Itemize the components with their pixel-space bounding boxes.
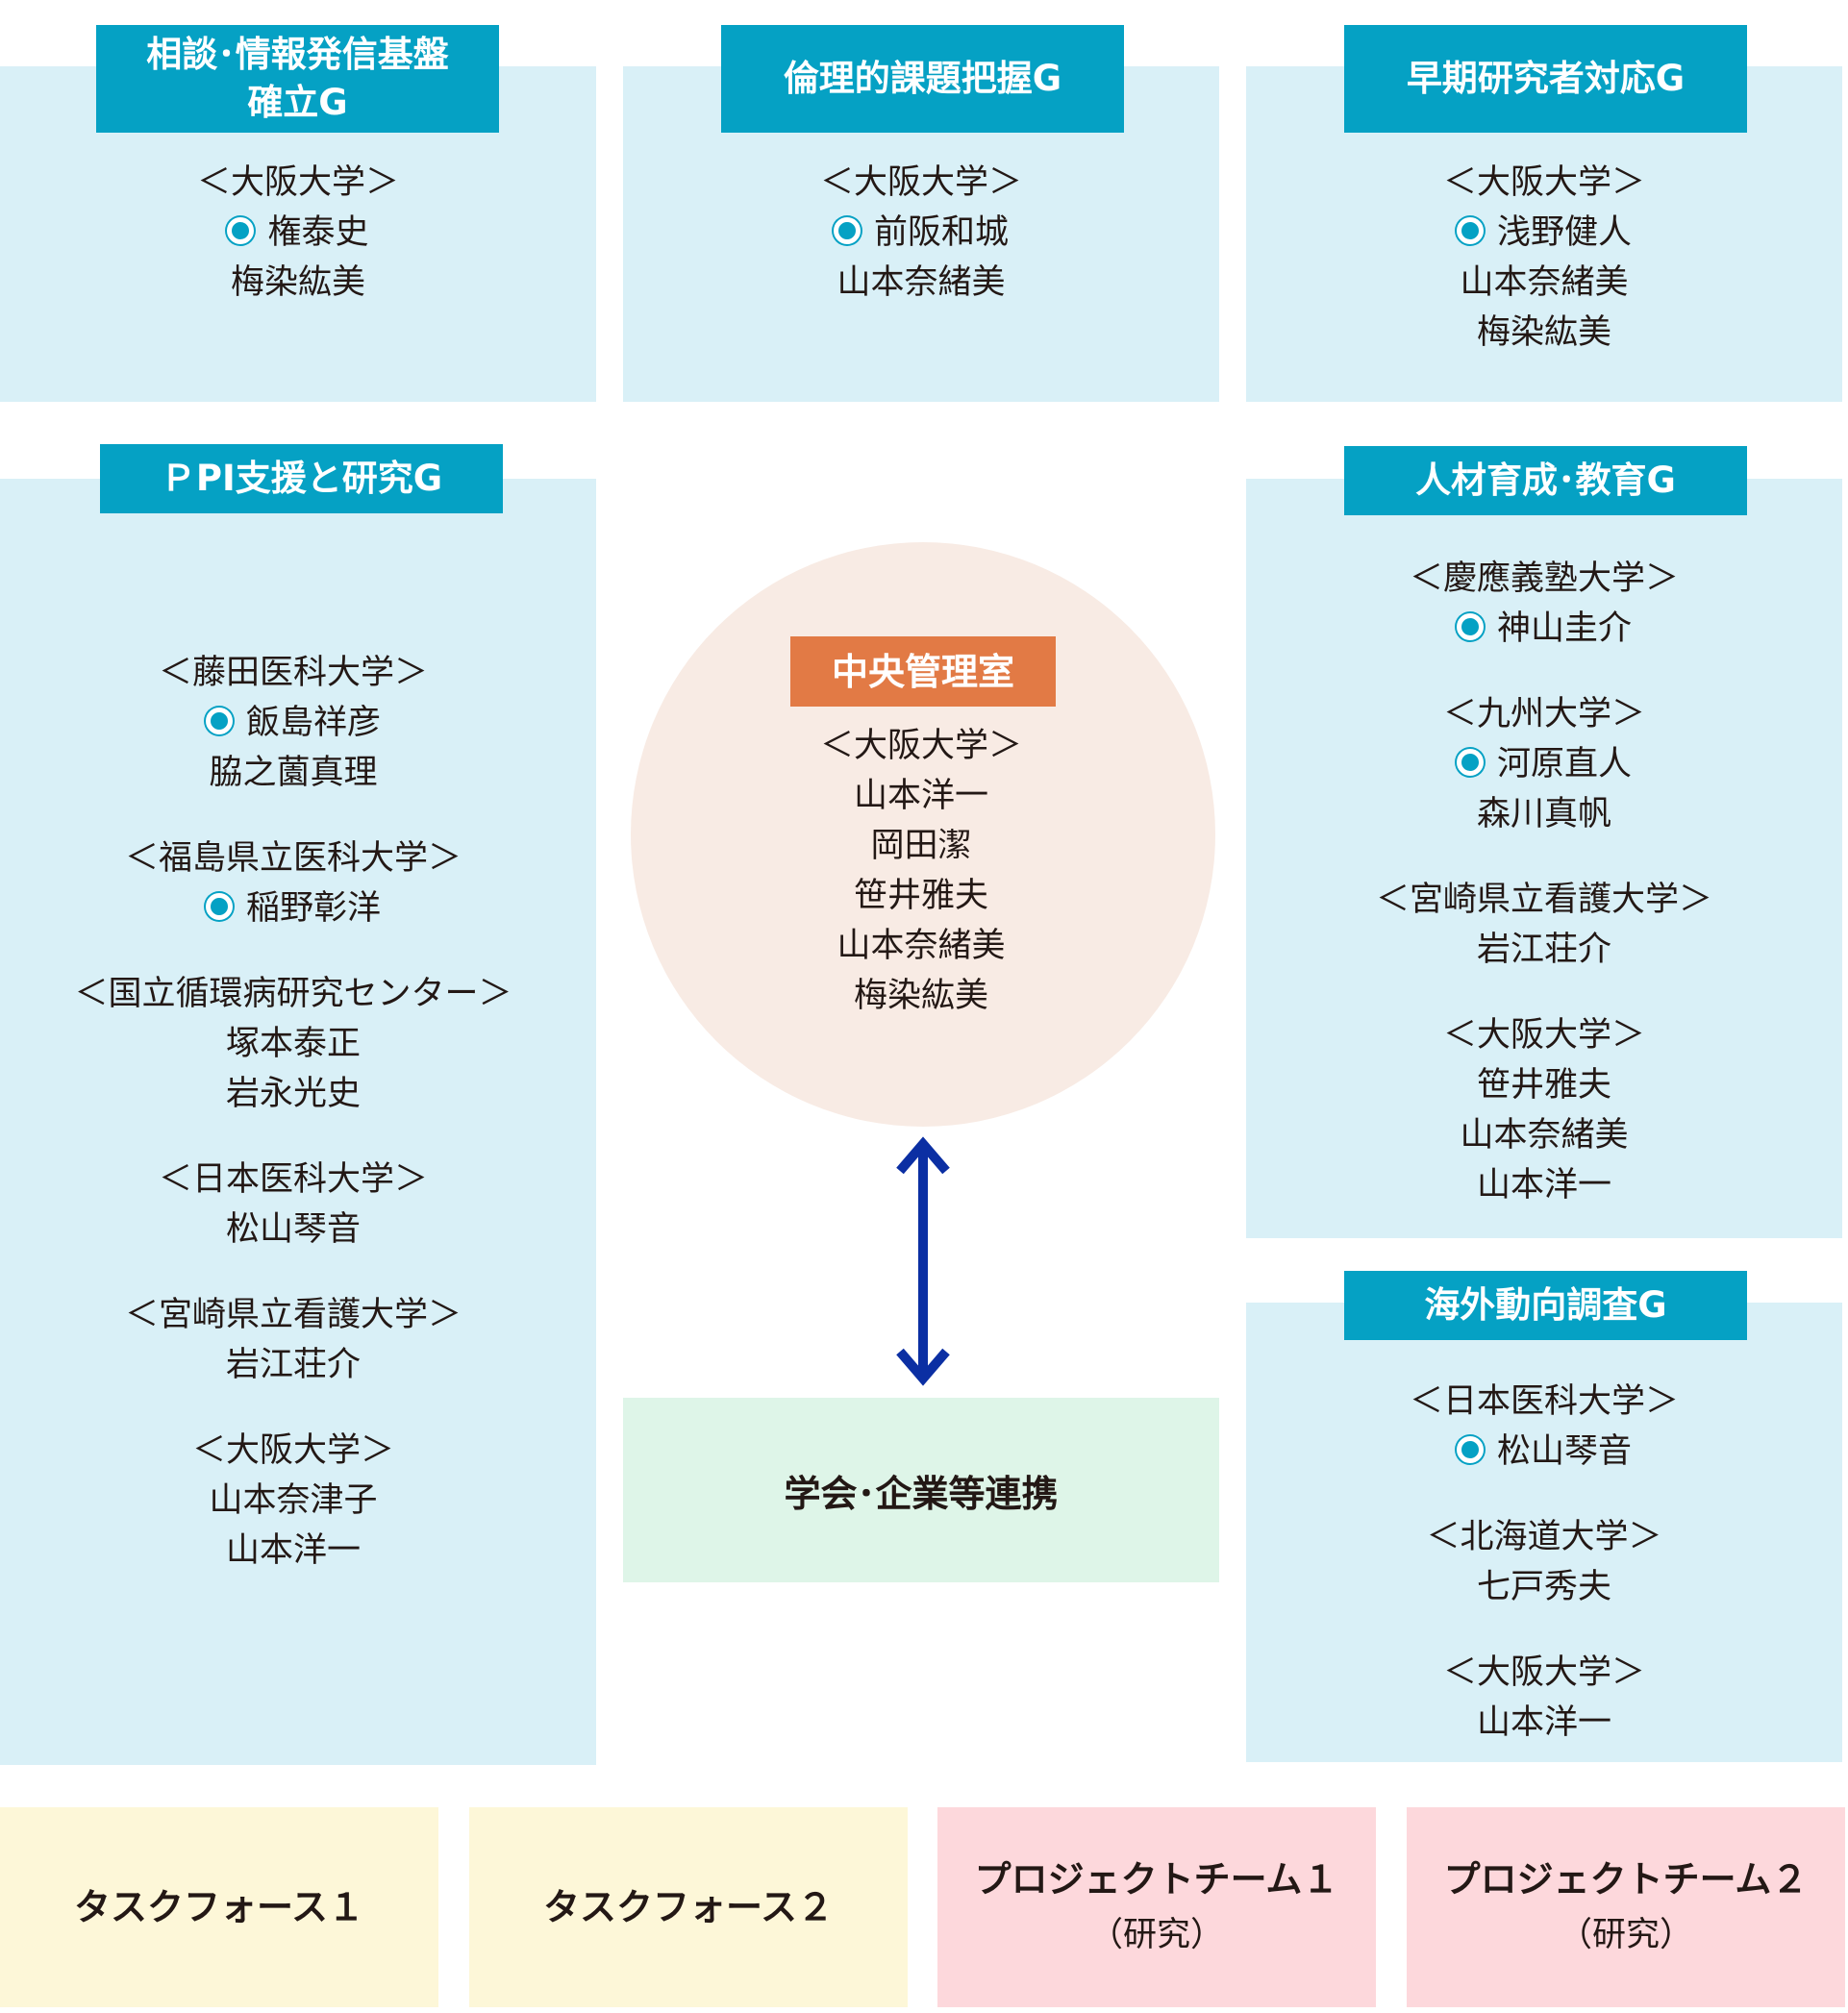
affiliation-label: ＜藤田医科大学＞ <box>158 654 428 692</box>
affiliation-label: ＜宮崎県立看護大学＞ <box>1375 881 1712 919</box>
member: 山本洋一 <box>225 1531 361 1570</box>
member: 岡田潔 <box>870 827 972 865</box>
member-lead: 前阪和城 <box>623 208 1219 258</box>
member-name: 松山琴音 <box>1496 1432 1632 1471</box>
task-force-1-label: タスクフォース１ <box>73 1886 365 1928</box>
member: 山本奈緒美 <box>837 263 1006 302</box>
task-force-2-label: タスクフォース２ <box>542 1886 835 1928</box>
project-team-1-label: プロジェクトチーム１ <box>974 1858 1339 1901</box>
lead-marker-icon <box>1456 749 1484 776</box>
group-members-overseas: ＜日本医科大学＞ 松山琴音 ＜北海道大学＞ 七戸秀夫 ＜大阪大学＞ 山本洋一 <box>1246 1377 1842 1748</box>
affiliation-label: ＜大阪大学＞ <box>1442 1653 1645 1692</box>
project-team-2-label: プロジェクトチーム２ <box>1443 1858 1809 1901</box>
group-title-early-researcher: 早期研究者対応G <box>1344 25 1747 133</box>
member: 脇之薗真理 <box>209 754 378 792</box>
group-panel-education <box>1246 479 1842 1238</box>
member-name: 前阪和城 <box>873 213 1009 252</box>
member-lead: 神山圭介 <box>1246 604 1842 654</box>
task-force-1-box: タスクフォース１ <box>0 1807 438 2007</box>
member-lead: 松山琴音 <box>1246 1427 1842 1477</box>
partnership-box: 学会･企業等連携 <box>623 1398 1219 1582</box>
member: 笹井雅夫 <box>1476 1066 1611 1105</box>
member: 山本奈緒美 <box>837 927 1006 965</box>
member: 岩江荘介 <box>1476 931 1611 969</box>
group-panel-overseas <box>1246 1303 1842 1762</box>
member-lead: 飯島祥彦 <box>0 698 587 748</box>
group-title-overseas: 海外動向調査G <box>1344 1271 1747 1340</box>
affiliation-label: ＜大阪大学＞ <box>196 163 399 202</box>
affiliation-label: ＜大阪大学＞ <box>819 727 1022 765</box>
member-name: 権泰史 <box>267 213 369 252</box>
member-lead: 河原直人 <box>1246 739 1842 789</box>
lead-marker-icon <box>205 893 233 920</box>
partnership-label: 学会･企業等連携 <box>784 1472 1059 1515</box>
central-office-title: 中央管理室 <box>790 636 1056 707</box>
member-name: 飯島祥彦 <box>245 704 381 742</box>
member-name: 神山圭介 <box>1496 609 1632 648</box>
member: 山本奈緒美 <box>1460 1116 1629 1155</box>
member: 森川真帆 <box>1476 795 1611 833</box>
affiliation-label: ＜日本医科大学＞ <box>158 1160 428 1199</box>
affiliation-label: ＜国立循環病研究センター＞ <box>74 975 512 1013</box>
member-name: 稲野彰洋 <box>245 889 381 928</box>
member: 山本洋一 <box>1476 1703 1611 1742</box>
affiliation-label: ＜大阪大学＞ <box>819 163 1022 202</box>
member: 塚本泰正 <box>225 1025 361 1063</box>
group-members-ethics: ＜大阪大学＞ 前阪和城 山本奈緒美 <box>623 158 1219 308</box>
member: 山本洋一 <box>1476 1166 1611 1205</box>
group-members-consultation: ＜大阪大学＞ 権泰史 梅染紘美 <box>0 158 596 308</box>
project-team-2-box: プロジェクトチーム２ （研究） <box>1407 1807 1845 2007</box>
member: 岩永光史 <box>225 1075 361 1113</box>
lead-marker-icon <box>205 708 233 734</box>
bidirectional-arrow-icon <box>896 1136 950 1386</box>
group-panel-ppi <box>0 479 596 1765</box>
project-team-1-sublabel: （研究） <box>1088 1916 1224 1954</box>
affiliation-label: ＜福島県立医科大学＞ <box>124 839 462 878</box>
lead-marker-icon <box>227 217 255 244</box>
member: 山本洋一 <box>853 777 988 815</box>
task-force-2-box: タスクフォース２ <box>469 1807 908 2007</box>
member: 松山琴音 <box>225 1210 361 1249</box>
project-team-1-box: プロジェクトチーム１ （研究） <box>937 1807 1376 2007</box>
member-lead: 浅野健人 <box>1246 208 1842 258</box>
project-team-2-sublabel: （研究） <box>1558 1916 1693 1954</box>
group-title-education: 人材育成･教育G <box>1344 446 1747 515</box>
affiliation-label: ＜慶應義塾大学＞ <box>1409 559 1679 598</box>
lead-marker-icon <box>833 217 861 244</box>
group-members-education: ＜慶應義塾大学＞ 神山圭介 ＜九州大学＞ 河原直人 森川真帆 ＜宮崎県立看護大学… <box>1246 554 1842 1210</box>
member-name: 河原直人 <box>1496 745 1632 783</box>
member: 梅染紘美 <box>853 977 988 1015</box>
affiliation-label: ＜宮崎県立看護大学＞ <box>124 1296 462 1334</box>
affiliation-label: ＜日本医科大学＞ <box>1409 1382 1679 1421</box>
group-members-ppi: ＜藤田医科大学＞ 飯島祥彦 脇之薗真理 ＜福島県立医科大学＞ 稲野彰洋 ＜国立循… <box>0 648 587 1576</box>
member: 山本奈津子 <box>209 1481 378 1520</box>
lead-marker-icon <box>1456 1436 1484 1463</box>
group-title-ppi: ＰPI支援と研究G <box>100 444 503 513</box>
member-lead: 権泰史 <box>0 208 596 258</box>
lead-marker-icon <box>1456 217 1484 244</box>
affiliation-label: ＜大阪大学＞ <box>191 1431 394 1470</box>
affiliation-label: ＜大阪大学＞ <box>1442 1016 1645 1055</box>
member: 岩江荘介 <box>225 1346 361 1384</box>
group-members-early-researcher: ＜大阪大学＞ 浅野健人 山本奈緒美 梅染紘美 <box>1246 158 1842 358</box>
affiliation-label: ＜大阪大学＞ <box>1442 163 1645 202</box>
group-title-ethics: 倫理的課題把握G <box>721 25 1124 133</box>
affiliation-label: ＜北海道大学＞ <box>1426 1518 1662 1556</box>
member: 笹井雅夫 <box>853 877 988 915</box>
member: 梅染紘美 <box>230 263 365 302</box>
member: 七戸秀夫 <box>1476 1568 1611 1606</box>
member-name: 浅野健人 <box>1496 213 1632 252</box>
member-lead: 稲野彰洋 <box>0 883 587 933</box>
lead-marker-icon <box>1456 613 1484 640</box>
group-title-consultation: 相談･情報発信基盤 確立G <box>96 25 499 133</box>
member: 梅染紘美 <box>1476 313 1611 352</box>
affiliation-label: ＜九州大学＞ <box>1442 695 1645 733</box>
central-office-members: ＜大阪大学＞ 山本洋一 岡田潔 笹井雅夫 山本奈緒美 梅染紘美 <box>623 721 1219 1021</box>
member: 山本奈緒美 <box>1460 263 1629 302</box>
